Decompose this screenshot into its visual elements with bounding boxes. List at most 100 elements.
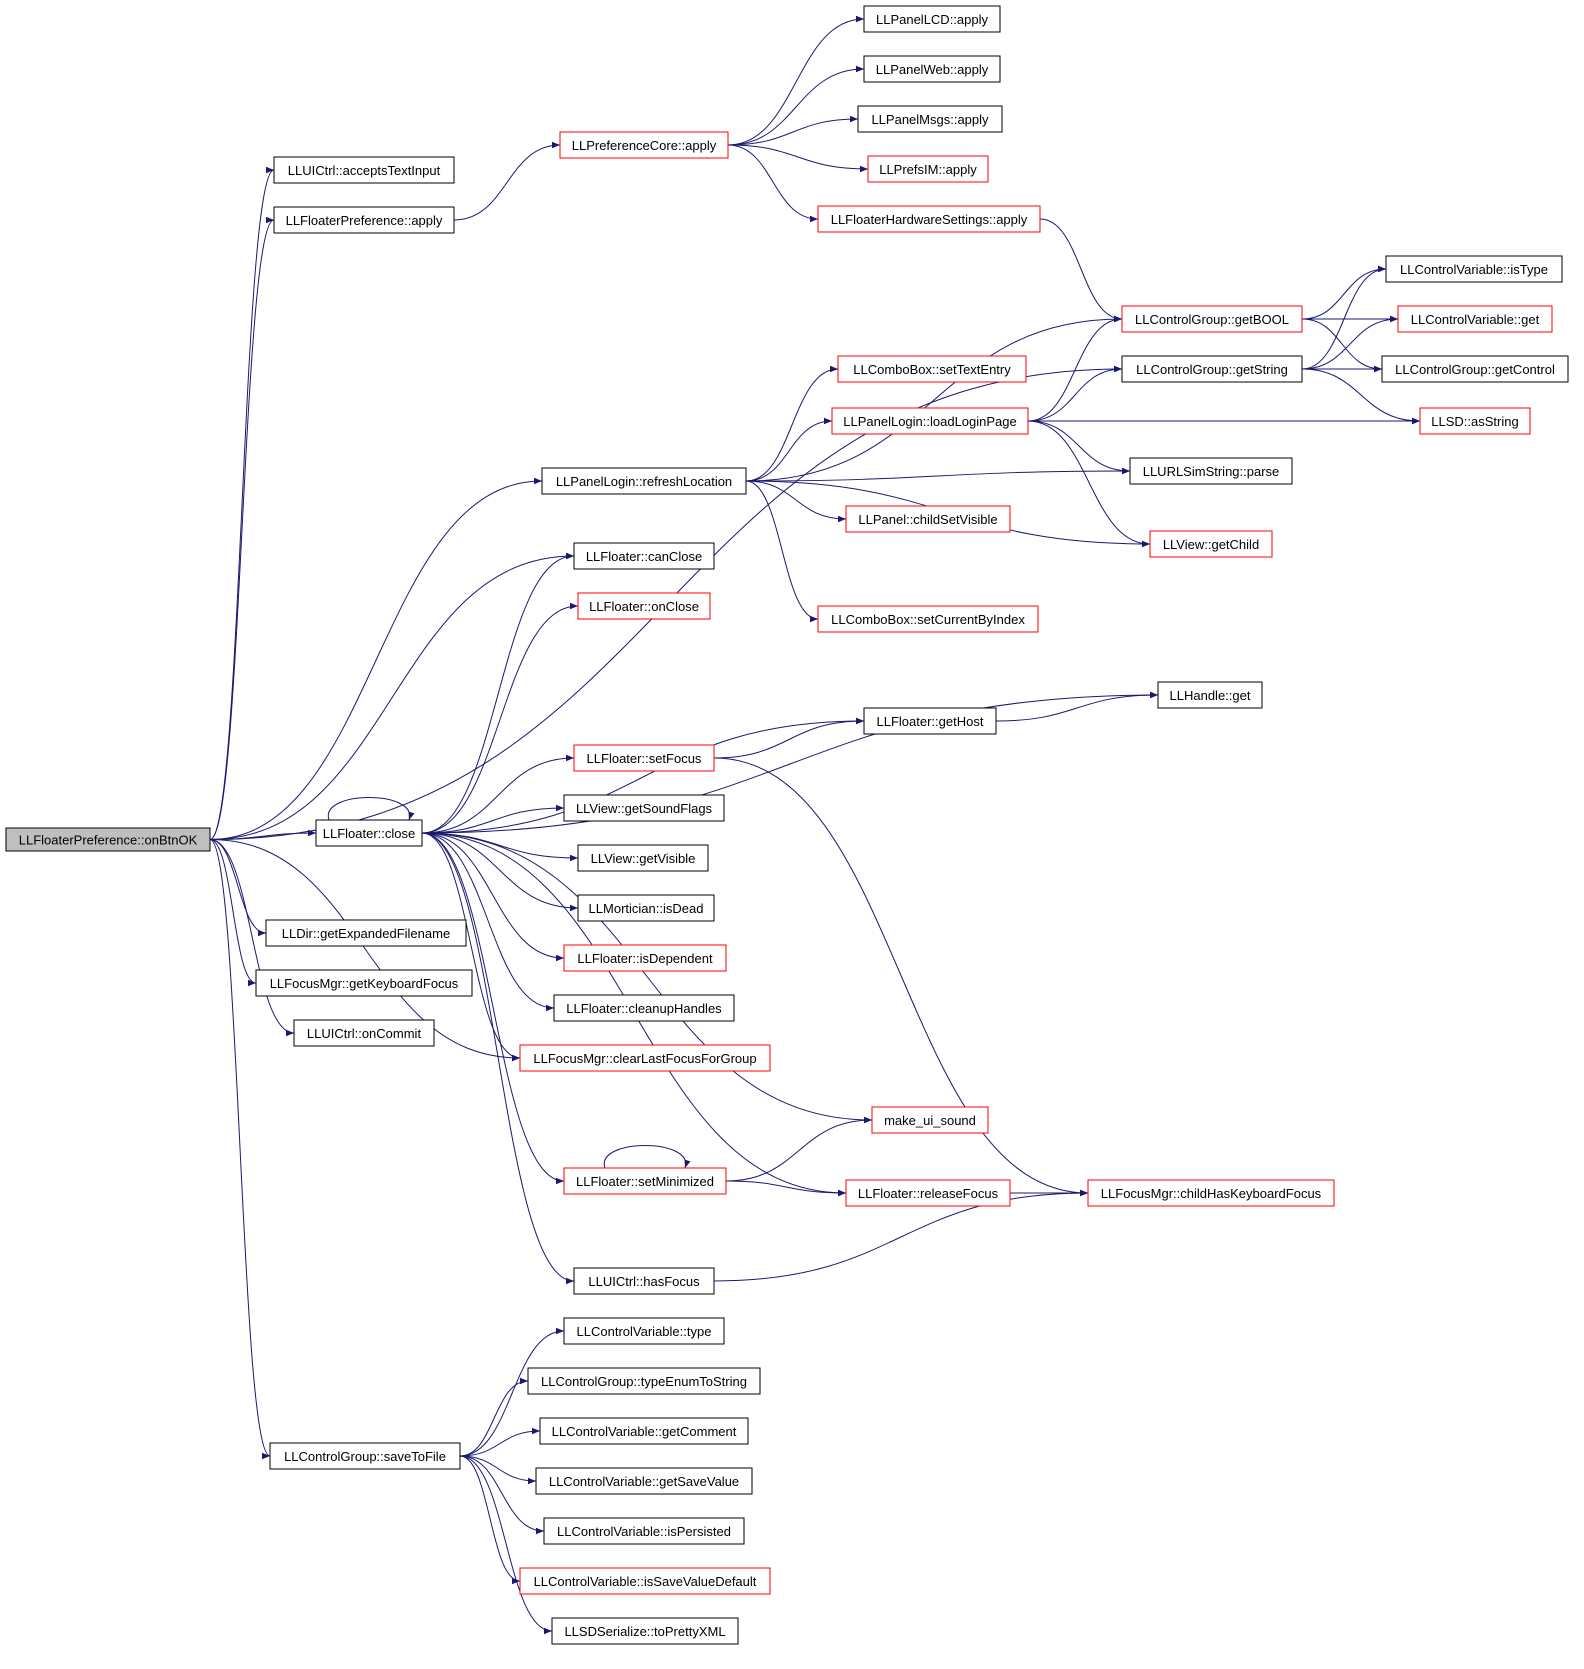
function-node-floater-close[interactable]: LLFloater::close	[315, 819, 423, 847]
function-node-floater-setmin[interactable]: LLFloater::setMinimized	[563, 1167, 727, 1195]
call-edge	[421, 832, 565, 1185]
node-label: LLControlVariable::isSaveValueDefault	[534, 1574, 757, 1589]
function-node-cv-get[interactable]: LLControlVariable::get	[1397, 305, 1553, 333]
function-node-focusmgr-getkb[interactable]: LLFocusMgr::getKeyboardFocus	[255, 969, 473, 997]
function-node-floater-onclose[interactable]: LLFloater::onClose	[577, 592, 711, 620]
call-edge	[421, 832, 521, 1062]
call-edge	[421, 691, 1159, 834]
function-node-floater-gethost[interactable]: LLFloater::getHost	[863, 707, 997, 735]
call-edge	[421, 832, 579, 912]
function-node-uictrl-hasfocus[interactable]: LLUICtrl::hasFocus	[573, 1267, 715, 1295]
function-node-focusmgr-clearlast[interactable]: LLFocusMgr::clearLastFocusForGroup	[519, 1044, 771, 1072]
node-label: LLFloater::releaseFocus	[858, 1186, 999, 1201]
node-label: LLUICtrl::acceptsTextInput	[288, 163, 441, 178]
node-box	[577, 844, 709, 872]
function-node-im-apply[interactable]: LLPrefsIM::apply	[867, 155, 989, 183]
call-edge	[421, 832, 873, 1124]
node-label: LLFloaterPreference::onBtnOK	[19, 833, 198, 848]
function-node-cg-savetofile[interactable]: LLControlGroup::saveToFile	[269, 1442, 461, 1470]
node-box	[1121, 305, 1303, 333]
function-node-fp-apply[interactable]: LLFloaterPreference::apply	[273, 206, 455, 234]
function-node-floater-canclose[interactable]: LLFloater::canClose	[573, 542, 715, 570]
function-node-hw-apply[interactable]: LLFloaterHardwareSettings::apply	[817, 205, 1041, 233]
function-node-panel-childsetvis[interactable]: LLPanel::childSetVisible	[845, 505, 1011, 533]
function-node-lcd-apply[interactable]: LLPanelLCD::apply	[863, 5, 1001, 33]
node-box	[1419, 407, 1531, 435]
node-label: LLControlGroup::getControl	[1395, 362, 1555, 377]
function-node-uictrl-oncommit[interactable]: LLUICtrl::onCommit	[293, 1019, 435, 1047]
node-label: LLView::getVisible	[591, 851, 696, 866]
node-box	[541, 467, 747, 495]
call-edge	[727, 115, 859, 146]
function-node-mortician-isdead[interactable]: LLMortician::isDead	[577, 894, 715, 922]
node-box	[577, 894, 715, 922]
call-edge	[209, 216, 275, 840]
function-node-root[interactable]: LLFloaterPreference::onBtnOK	[5, 827, 211, 852]
function-node-floater-cleanup[interactable]: LLFloater::cleanupHandles	[553, 994, 735, 1022]
node-label: LLMortician::isDead	[589, 901, 704, 916]
function-node-floater-isdependent[interactable]: LLFloater::isDependent	[563, 944, 727, 972]
function-node-cv-ispersisted[interactable]: LLControlVariable::isPersisted	[543, 1517, 745, 1545]
node-box	[845, 1179, 1011, 1207]
function-node-floater-releasefocus[interactable]: LLFloater::releaseFocus	[845, 1179, 1011, 1207]
function-node-cg-getbool[interactable]: LLControlGroup::getBOOL	[1121, 305, 1303, 333]
node-box	[551, 1617, 739, 1645]
function-node-make-ui-sound[interactable]: make_ui_sound	[871, 1106, 989, 1134]
call-edge	[1301, 368, 1421, 425]
call-edge	[328, 797, 415, 821]
call-edge	[209, 166, 275, 840]
call-edge	[1027, 420, 1131, 475]
call-edge	[453, 141, 561, 221]
node-box	[863, 55, 1001, 83]
node-label: LLFloaterPreference::apply	[286, 213, 443, 228]
node-label: LLSD::asString	[1431, 414, 1518, 429]
node-box	[1087, 1179, 1335, 1207]
call-edge	[745, 315, 1123, 482]
node-label: LLPreferenceCore::apply	[572, 138, 717, 153]
function-node-web-apply[interactable]: LLPanelWeb::apply	[863, 55, 1001, 83]
node-label: LLFloater::canClose	[586, 549, 702, 564]
function-node-msgs-apply[interactable]: LLPanelMsgs::apply	[857, 105, 1003, 133]
function-node-handle-get[interactable]: LLHandle::get	[1157, 681, 1263, 709]
call-edge	[1027, 365, 1123, 422]
function-node-login-refresh[interactable]: LLPanelLogin::refreshLocation	[541, 467, 747, 495]
function-node-view-getchild[interactable]: LLView::getChild	[1149, 530, 1273, 558]
function-node-urlsim-parse[interactable]: LLURLSimString::parse	[1129, 457, 1293, 485]
call-edge	[421, 717, 865, 834]
function-node-login-loadpage[interactable]: LLPanelLogin::loadLoginPage	[831, 407, 1029, 435]
node-box	[863, 707, 997, 735]
function-node-llsd-asstring[interactable]: LLSD::asString	[1419, 407, 1531, 435]
function-node-cg-getcontrol[interactable]: LLControlGroup::getControl	[1381, 355, 1569, 383]
function-node-floater-setfocus[interactable]: LLFloater::setFocus	[573, 744, 715, 772]
call-edge	[745, 467, 1131, 482]
call-edge	[421, 552, 575, 834]
call-edge	[209, 829, 317, 840]
function-node-uictrl-accepts[interactable]: LLUICtrl::acceptsTextInput	[273, 156, 455, 184]
call-edge	[1039, 218, 1123, 323]
call-edge	[1027, 420, 1151, 548]
function-node-cv-getsave[interactable]: LLControlVariable::getSaveValue	[535, 1467, 753, 1495]
function-node-cg-getstring[interactable]: LLControlGroup::getString	[1121, 355, 1303, 383]
node-label: LLPanelWeb::apply	[876, 62, 989, 77]
function-node-prefcore-apply[interactable]: LLPreferenceCore::apply	[559, 131, 729, 159]
function-node-focusmgr-childhas[interactable]: LLFocusMgr::childHasKeyboardFocus	[1087, 1179, 1335, 1207]
node-box	[871, 1106, 989, 1134]
function-node-view-getvisible[interactable]: LLView::getVisible	[577, 844, 709, 872]
function-node-combo-settext[interactable]: LLComboBox::setTextEntry	[837, 355, 1027, 383]
function-node-cv-istype[interactable]: LLControlVariable::isType	[1385, 255, 1563, 283]
node-box	[273, 156, 455, 184]
node-box	[563, 944, 727, 972]
function-node-view-soundflags[interactable]: LLView::getSoundFlags	[563, 794, 725, 822]
function-node-cv-type[interactable]: LLControlVariable::type	[563, 1317, 725, 1345]
function-node-combo-setcurrent[interactable]: LLComboBox::setCurrentByIndex	[817, 605, 1039, 633]
call-edge	[459, 1327, 565, 1457]
node-label: LLFocusMgr::getKeyboardFocus	[270, 976, 459, 991]
function-node-llsd-pretty[interactable]: LLSDSerialize::toPrettyXML	[551, 1617, 739, 1645]
function-node-cv-issavedefault[interactable]: LLControlVariable::isSaveValueDefault	[519, 1567, 771, 1595]
function-node-dir-getexpanded[interactable]: LLDir::getExpandedFilename	[265, 919, 467, 947]
node-label: LLControlVariable::getComment	[552, 1424, 737, 1439]
function-node-cg-typeenum[interactable]: LLControlGroup::typeEnumToString	[527, 1367, 761, 1395]
function-node-cv-getcomment[interactable]: LLControlVariable::getComment	[539, 1417, 749, 1445]
call-edge	[727, 65, 865, 146]
